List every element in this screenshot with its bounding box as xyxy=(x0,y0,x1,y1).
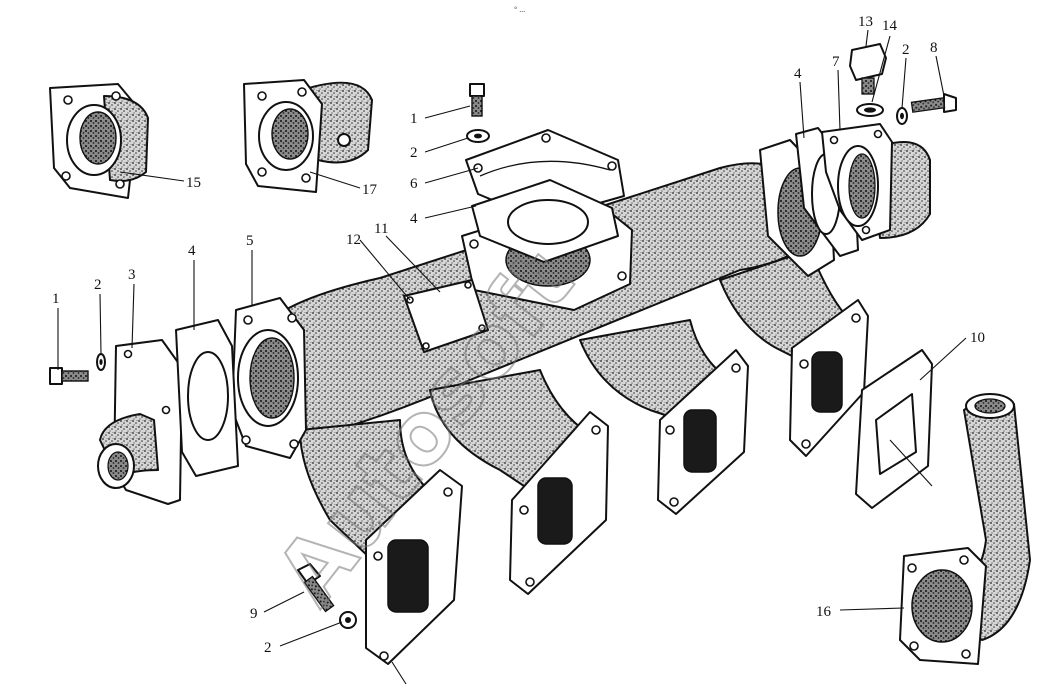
callout-2-right: 2 xyxy=(902,42,910,58)
callout-5: 5 xyxy=(246,233,254,249)
callout-4-left: 4 xyxy=(188,243,196,259)
port-flange-3 xyxy=(657,349,749,515)
callout-3: 3 xyxy=(128,267,136,283)
callout-10: 10 xyxy=(970,330,985,346)
part-2-washer-right xyxy=(896,107,908,125)
part-2-washer-lower xyxy=(339,611,357,629)
port-flange-4 xyxy=(789,299,869,457)
part-4-gasket-top xyxy=(471,179,619,263)
part-15-flange-pipe xyxy=(49,83,149,199)
callout-12: 12 xyxy=(346,232,361,248)
part-2-washer-top xyxy=(466,129,490,143)
part-16-outlet-elbow xyxy=(899,393,1031,665)
callout-16: 16 xyxy=(816,604,832,620)
part-3-elbow-cover xyxy=(97,339,183,505)
callout-4-right: 4 xyxy=(794,66,802,82)
callout-8: 8 xyxy=(930,40,938,56)
part-8-bolt xyxy=(910,93,957,113)
callout-4-top: 4 xyxy=(410,211,418,227)
part-2-washer-left xyxy=(96,353,106,371)
callout-11: 11 xyxy=(374,221,388,237)
callout-15: 15 xyxy=(186,175,201,191)
part-9-bolt xyxy=(297,563,335,613)
part-14-washer xyxy=(856,103,884,117)
callout-labels: 1 2 6 4 12 11 1 2 3 4 5 15 17 4 7 13 14 … xyxy=(52,14,985,656)
port-flange-2 xyxy=(509,411,609,595)
callout-1-left: 1 xyxy=(52,291,60,307)
callout-14: 14 xyxy=(882,18,898,34)
part-17-flange-pipe xyxy=(243,79,373,193)
part-1-bolt-top xyxy=(469,83,485,117)
leader-lines xyxy=(57,29,967,685)
port-flange-1 xyxy=(365,469,463,665)
callout-6: 6 xyxy=(410,176,418,192)
part-13-plug xyxy=(849,43,887,95)
callout-1-top: 1 xyxy=(410,111,418,127)
callout-17: 17 xyxy=(362,182,378,198)
callout-13: 13 xyxy=(858,14,873,30)
header-mark: ° ... xyxy=(514,5,525,14)
callout-2-lower: 2 xyxy=(264,640,272,656)
part-4-gasket-left xyxy=(175,319,239,477)
callout-2-left: 2 xyxy=(94,277,102,293)
part-1-bolt-left xyxy=(49,367,89,385)
callout-7: 7 xyxy=(832,54,840,70)
callout-9: 9 xyxy=(250,606,258,622)
part-7-end-flange xyxy=(821,123,931,241)
part-10-gasket xyxy=(855,349,933,509)
callout-2-top: 2 xyxy=(410,145,418,161)
